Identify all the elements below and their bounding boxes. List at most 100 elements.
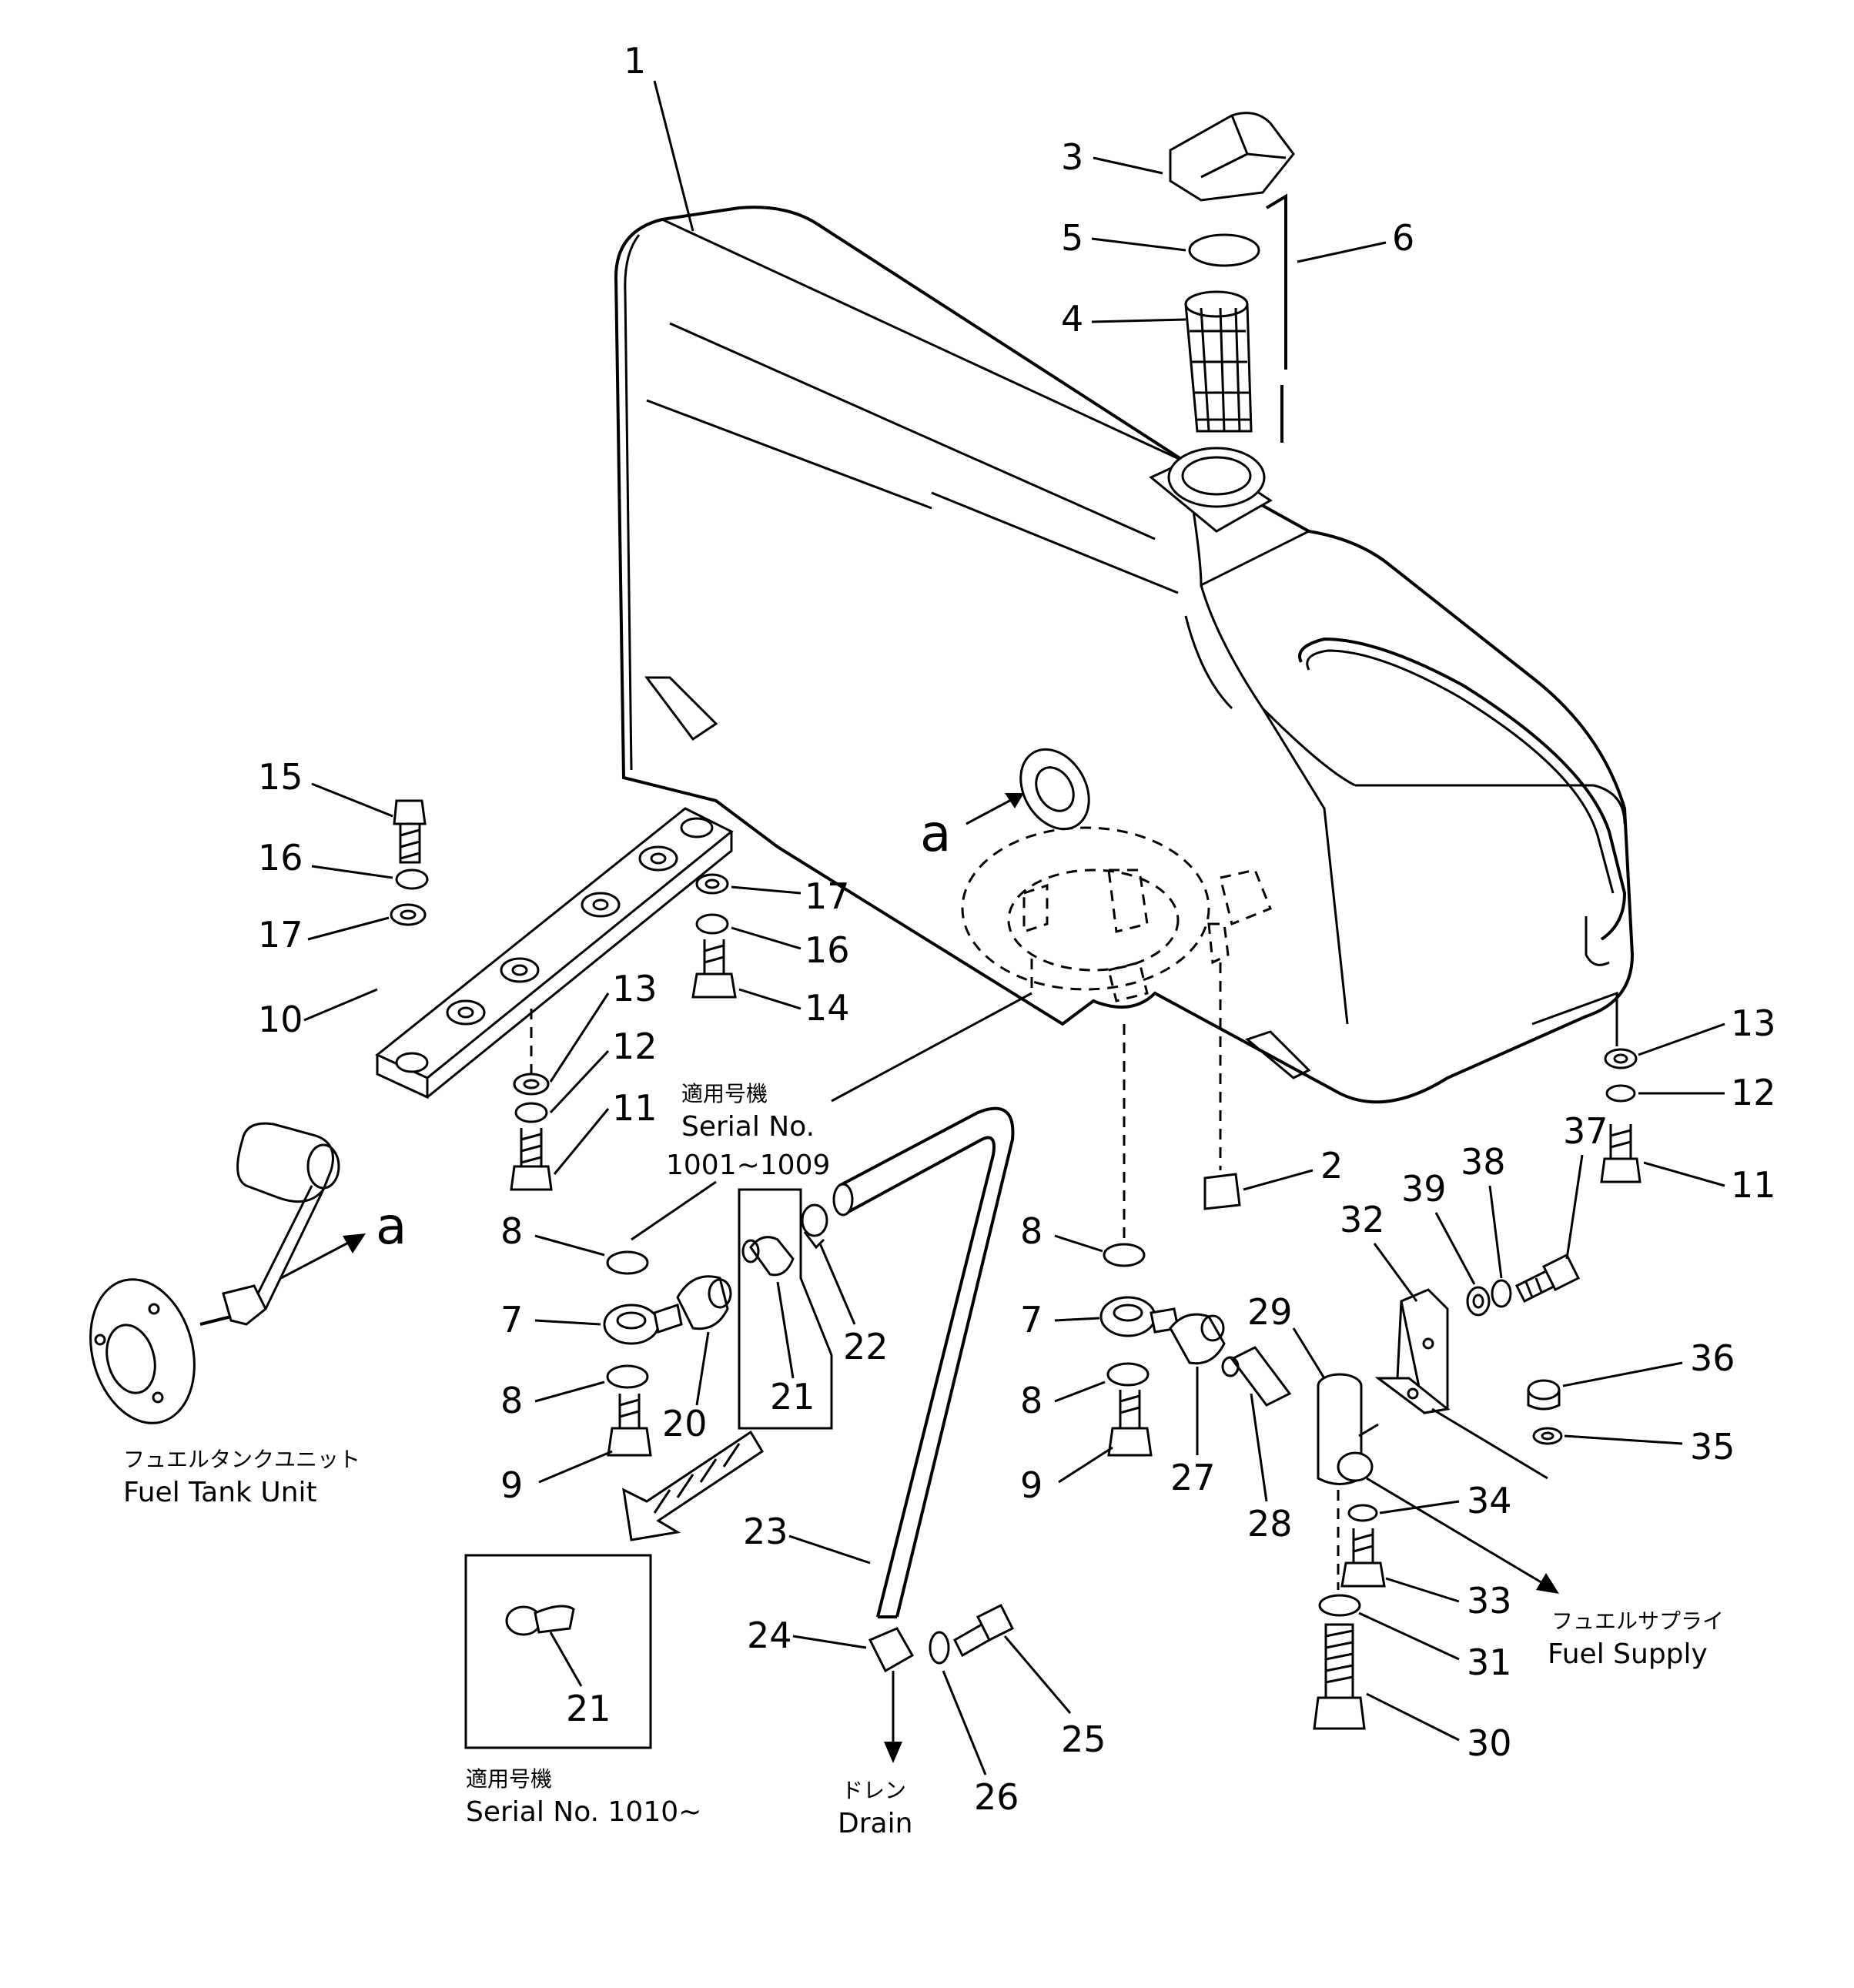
callout-33: 33 <box>1467 1580 1512 1622</box>
callout-29: 29 <box>1247 1291 1293 1333</box>
fitting-21b <box>505 1605 575 1636</box>
callout-16a: 16 <box>258 837 303 879</box>
clip-24 <box>868 1627 915 1673</box>
callout-12b: 12 <box>1731 1072 1776 1113</box>
banjo-bolt-9b <box>1107 1390 1153 1457</box>
fuel-tank-unit-label-jp: フュエルタンクユニット <box>123 1447 360 1472</box>
filler-cap <box>1169 112 1295 202</box>
callout-8d: 8 <box>1020 1380 1042 1421</box>
callout-39: 39 <box>1401 1168 1447 1210</box>
callout-17b: 17 <box>805 875 850 917</box>
drain-label-en: Drain <box>838 1808 912 1839</box>
bolt-15 <box>393 799 427 864</box>
fitting-21a <box>741 1236 795 1277</box>
fuel-tank-unit-label-en: Fuel Tank Unit <box>123 1477 317 1508</box>
callout-21b: 21 <box>566 1688 611 1729</box>
fuel-tank-body <box>614 206 1635 1104</box>
serial-label-jp-1: 適用号機 <box>681 1081 768 1106</box>
callout-16b: 16 <box>805 929 850 971</box>
callout-8a: 8 <box>500 1210 523 1252</box>
callout-13b: 13 <box>1731 1002 1776 1044</box>
callout-25: 25 <box>1061 1719 1106 1760</box>
o-ring-31 <box>1318 1594 1361 1617</box>
spring-washer-38 <box>1491 1279 1512 1308</box>
callout-3: 3 <box>1061 136 1083 178</box>
callout-17a: 17 <box>258 914 303 956</box>
callout-10: 10 <box>258 999 303 1040</box>
callout-34: 34 <box>1467 1480 1512 1521</box>
callout-11a: 11 <box>612 1087 658 1129</box>
callout-23: 23 <box>743 1511 788 1552</box>
view-a-label-tank: a <box>920 804 951 863</box>
serial-label-en-1: Serial No. <box>681 1111 815 1143</box>
callout-9a: 9 <box>500 1464 523 1506</box>
callout-28: 28 <box>1247 1503 1293 1545</box>
callout-31: 31 <box>1467 1642 1512 1683</box>
callout-20: 20 <box>662 1403 708 1444</box>
fitting-27 <box>1169 1313 1226 1365</box>
callout-7b: 7 <box>1020 1299 1042 1340</box>
ring <box>1188 233 1260 267</box>
callout-24: 24 <box>747 1615 792 1656</box>
drain-plug <box>1203 1173 1241 1210</box>
callout-9b: 9 <box>1020 1464 1042 1506</box>
view-a-label-unit: a <box>376 1196 407 1256</box>
callout-2: 2 <box>1320 1145 1343 1186</box>
washer-35 <box>1532 1427 1563 1445</box>
bolt-11b <box>1600 1124 1641 1183</box>
serial-label-jp-2: 適用号機 <box>466 1766 552 1792</box>
callout-26: 26 <box>974 1776 1019 1818</box>
mounting-bracket <box>375 807 734 1099</box>
bolt-37 <box>1514 1253 1581 1304</box>
callout-8b: 8 <box>500 1380 523 1421</box>
callout-12a: 12 <box>612 1026 658 1067</box>
serial-range-1: 1001~1009 <box>666 1150 830 1181</box>
callout-5: 5 <box>1061 217 1083 259</box>
callout-15: 15 <box>258 756 303 798</box>
callout-6: 6 <box>1392 217 1414 259</box>
fuel-supply-label-jp: フュエルサプライ <box>1551 1608 1724 1634</box>
callout-14: 14 <box>805 987 850 1029</box>
fuel-supply-label-en: Fuel Supply <box>1548 1638 1708 1670</box>
callout-38: 38 <box>1461 1141 1506 1183</box>
elbow-fitting-20 <box>676 1275 732 1330</box>
callout-37: 37 <box>1563 1110 1608 1152</box>
hose-clamp-22 <box>801 1203 828 1250</box>
callout-22: 22 <box>843 1326 889 1367</box>
callout-21a: 21 <box>770 1376 815 1417</box>
washer-34 <box>1347 1504 1378 1522</box>
bolt-25 <box>953 1603 1015 1658</box>
callout-13a: 13 <box>612 968 658 1009</box>
fuel-filter-body-29 <box>1317 1373 1379 1485</box>
banjo-fitting-7a <box>603 1304 683 1345</box>
callout-7a: 7 <box>500 1299 523 1340</box>
callout-27: 27 <box>1170 1457 1216 1498</box>
washer-39 <box>1466 1286 1491 1317</box>
callout-32: 32 <box>1340 1199 1385 1240</box>
serial-label-en-2: Serial No. 1010~ <box>466 1796 701 1828</box>
bracket-32 <box>1374 1288 1451 1414</box>
bolt-11a <box>510 1128 553 1191</box>
level-gauge <box>1265 193 1287 443</box>
callout-8c: 8 <box>1020 1210 1042 1252</box>
banjo-bolt-9a <box>607 1394 652 1457</box>
bolt-14 <box>691 939 737 999</box>
callout-30: 30 <box>1467 1722 1512 1764</box>
nut-36 <box>1527 1379 1561 1411</box>
fuel-tank-unit-sender <box>89 1122 340 1424</box>
bolt-33 <box>1340 1528 1386 1588</box>
callout-35: 35 <box>1690 1426 1735 1468</box>
callout-4: 4 <box>1061 298 1083 340</box>
callout-11b: 11 <box>1731 1164 1776 1206</box>
drain-label-jp: ドレン <box>842 1778 906 1803</box>
callout-1: 1 <box>624 40 646 82</box>
strainer <box>1184 290 1253 433</box>
callout-36: 36 <box>1690 1337 1735 1379</box>
drain-hose <box>832 1106 1015 1618</box>
washer-26 <box>929 1631 950 1665</box>
banjo-fitting-7b <box>1099 1296 1180 1337</box>
banjo-bolt-30 <box>1313 1623 1366 1730</box>
valve-28 <box>1221 1346 1292 1407</box>
